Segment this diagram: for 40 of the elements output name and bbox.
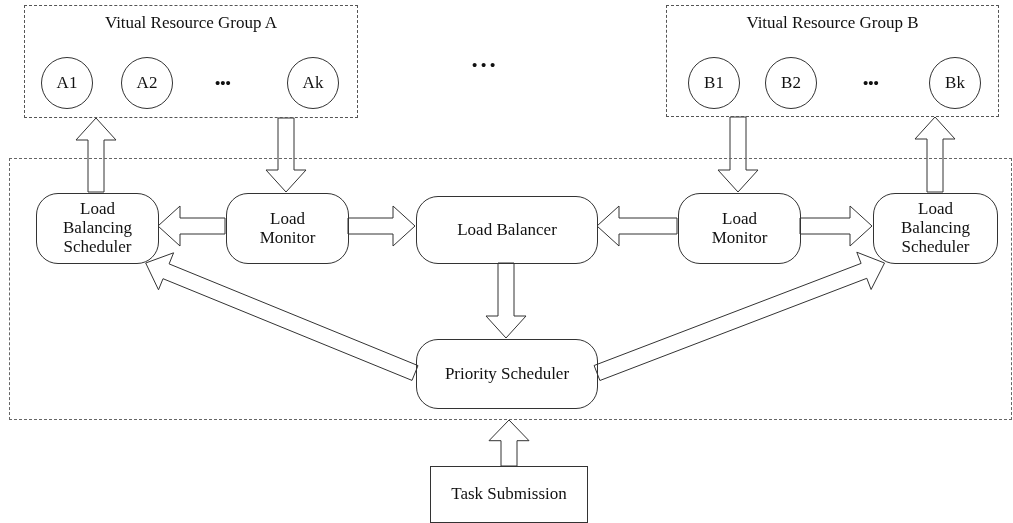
input-box — [430, 466, 588, 523]
process-box — [226, 193, 349, 264]
ellipsis-dots: ••• — [215, 76, 231, 91]
process-box — [873, 193, 998, 264]
block-arrow — [347, 205, 416, 247]
block-arrow — [593, 251, 885, 381]
group-title: Vitual Resource Group B — [745, 12, 920, 34]
node-label: Load Monitor — [710, 209, 769, 248]
dashed-system-boundary — [9, 158, 1012, 420]
block-arrow — [265, 117, 307, 193]
block-arrow — [75, 117, 117, 193]
node-label: Load Balancing Scheduler — [900, 200, 971, 257]
node-label: B1 — [703, 73, 725, 93]
node-label: B2 — [780, 73, 802, 93]
block-arrow — [914, 116, 956, 193]
node-label: Bk — [944, 73, 966, 93]
node-label: Priority Scheduler — [443, 364, 571, 384]
process-box — [416, 339, 598, 409]
node-label: Load Monitor — [258, 209, 317, 248]
node-label: Load Balancing Scheduler — [62, 200, 133, 257]
group-title: Vitual Resource Group A — [103, 12, 279, 34]
block-arrow — [488, 419, 530, 467]
node-label: A2 — [135, 73, 159, 93]
dashed-group-box — [666, 5, 999, 117]
node-label: A1 — [55, 73, 79, 93]
dashed-group-box — [24, 5, 358, 118]
ellipsis-dots: ••• — [863, 76, 879, 91]
process-box — [416, 196, 598, 264]
process-box — [678, 193, 801, 264]
block-arrow — [145, 252, 419, 381]
process-box — [36, 193, 159, 264]
block-arrow — [596, 205, 678, 247]
block-arrow — [485, 262, 527, 339]
block-arrow — [799, 205, 873, 247]
ellipsis-dots: • • • — [472, 58, 496, 73]
block-arrow — [157, 205, 226, 247]
node-label: Task Submission — [450, 485, 568, 504]
node-label: Load Balancer — [456, 220, 558, 240]
node-label: Ak — [301, 73, 325, 93]
block-arrow — [717, 116, 759, 193]
